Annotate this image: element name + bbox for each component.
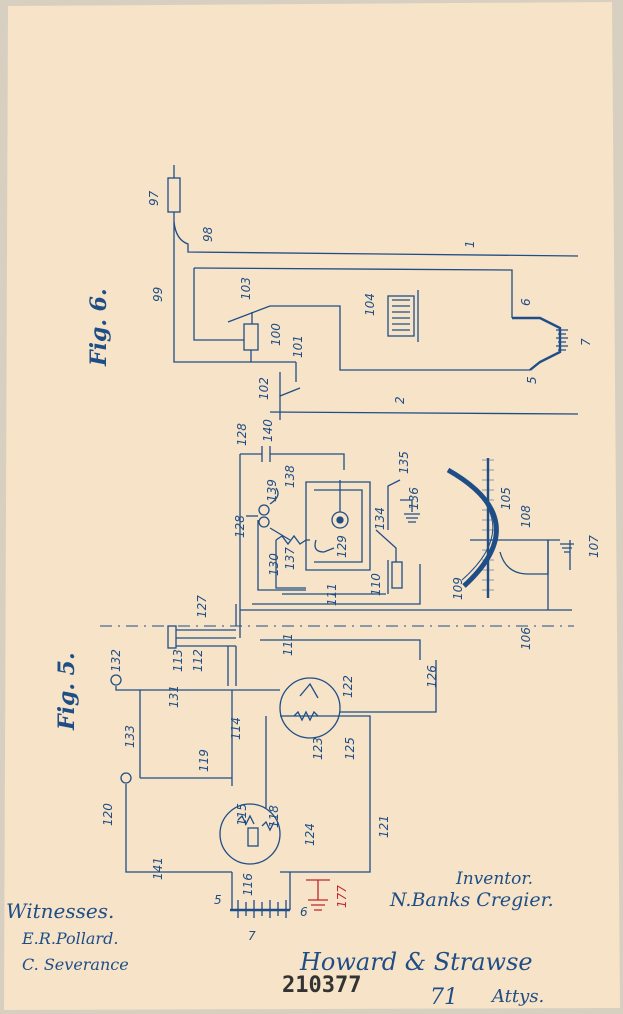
- ref-7-fig5: 7: [248, 929, 256, 943]
- ref-111b: 111: [281, 633, 295, 656]
- ref-122: 122: [341, 675, 355, 698]
- ref-104: 104: [363, 293, 377, 316]
- ref-128b: 128: [233, 515, 247, 538]
- ref-1: 1: [463, 240, 477, 248]
- ref-116: 116: [241, 873, 255, 896]
- ref-121: 121: [377, 815, 391, 838]
- ref-127: 127: [195, 595, 209, 618]
- ref-7-fig6: 7: [579, 338, 593, 346]
- ref-140: 140: [261, 419, 275, 442]
- ref-110: 110: [369, 573, 383, 596]
- ref-137: 137: [283, 547, 297, 570]
- ref-97: 97: [147, 190, 161, 206]
- ref-98: 98: [201, 226, 215, 242]
- ref-141: 141: [151, 857, 165, 880]
- ref-114: 114: [229, 717, 243, 740]
- ref-119: 119: [197, 749, 211, 772]
- ref-2: 2: [393, 396, 407, 404]
- ref-113: 113: [171, 649, 185, 672]
- ref-6-fig6: 6: [519, 298, 533, 306]
- ref-5-fig6: 5: [525, 376, 539, 384]
- inventor-heading: Inventor.: [455, 869, 533, 889]
- ref-106: 106: [519, 627, 533, 650]
- ref-105: 105: [499, 487, 513, 510]
- ref-133: 133: [123, 725, 137, 748]
- ref-120: 120: [101, 803, 115, 826]
- ref-138: 138: [283, 465, 297, 488]
- ref-111: 111: [325, 583, 339, 606]
- ref-102: 102: [257, 377, 271, 400]
- ref-115: 115: [235, 803, 249, 826]
- patent-number: 210377: [282, 973, 361, 998]
- ref-130: 130: [267, 553, 281, 576]
- ref-125: 125: [343, 737, 357, 760]
- ref-126: 126: [425, 665, 439, 688]
- ref-109: 109: [451, 577, 465, 600]
- ref-177: 177: [335, 885, 349, 908]
- ref-131: 131: [167, 685, 181, 708]
- ref-99: 99: [151, 287, 165, 302]
- circuit-wiring: [100, 165, 579, 918]
- witness-2: C. Severance: [22, 955, 129, 974]
- ref-132: 132: [109, 649, 123, 672]
- ref-107: 107: [587, 535, 601, 558]
- attorney-signature: Howard & Strawse: [299, 948, 533, 976]
- ref-103: 103: [239, 277, 253, 300]
- ref-124: 124: [303, 823, 317, 846]
- ref-108: 108: [519, 505, 533, 528]
- ref-112: 112: [191, 649, 205, 672]
- witness-1: E.R.Pollard.: [21, 929, 118, 948]
- ref-6-fig5: 6: [300, 905, 308, 919]
- figure-5-title: Fig. 5.: [54, 652, 80, 731]
- ref-128: 128: [235, 423, 249, 446]
- paper: [4, 2, 620, 1010]
- ref-134: 134: [373, 507, 387, 530]
- ref-135: 135: [397, 451, 411, 474]
- ref-123: 123: [311, 737, 325, 760]
- ref-139: 139: [265, 479, 279, 502]
- ref-118: 118: [267, 805, 281, 828]
- ref-101: 101: [291, 335, 305, 358]
- figure-6-title: Fig. 6.: [86, 288, 112, 367]
- witnesses-heading: Witnesses.: [6, 899, 114, 923]
- ref-100: 100: [269, 323, 283, 346]
- reference-numerals: 97 98 99 1 103 104 100 101 6 7 5 102 2 1…: [101, 190, 601, 943]
- margin-mark: 71: [430, 985, 458, 1010]
- ref-5-fig5: 5: [214, 893, 222, 907]
- attorney-heading: Attys.: [490, 986, 544, 1007]
- ref-136: 136: [407, 487, 421, 510]
- ref-129: 129: [335, 535, 349, 558]
- inventor-name: N.Banks Cregier.: [389, 889, 554, 911]
